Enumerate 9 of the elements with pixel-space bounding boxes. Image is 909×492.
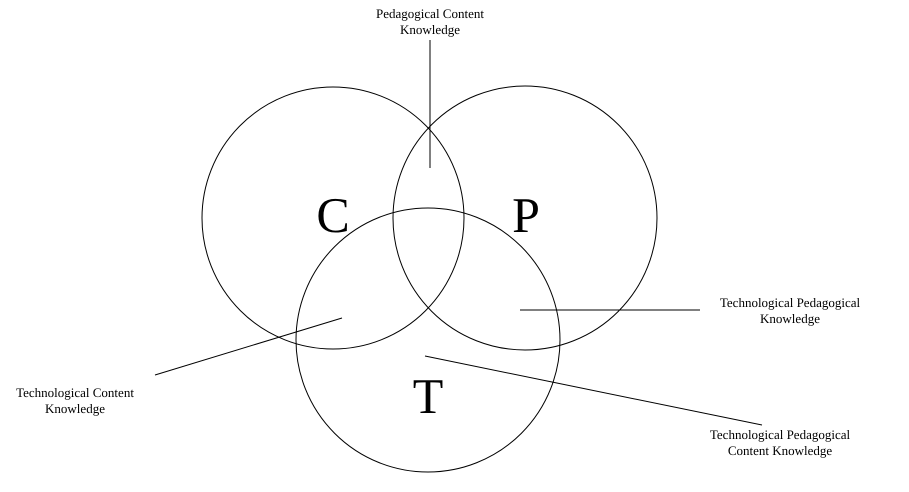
circle-letter: C bbox=[316, 190, 350, 240]
circle-letter: T bbox=[412, 371, 444, 421]
region-label: Technological Pedagogical Knowledge bbox=[705, 295, 875, 327]
region-label: Technological Pedagogical Content Knowledge bbox=[692, 427, 868, 459]
region-label: Technological Content Knowledge bbox=[0, 385, 150, 417]
circle-letter: P bbox=[512, 190, 540, 240]
region-label: Pedagogical Content Knowledge bbox=[355, 6, 505, 38]
leader-line bbox=[154, 318, 342, 376]
leader-line bbox=[424, 356, 762, 426]
